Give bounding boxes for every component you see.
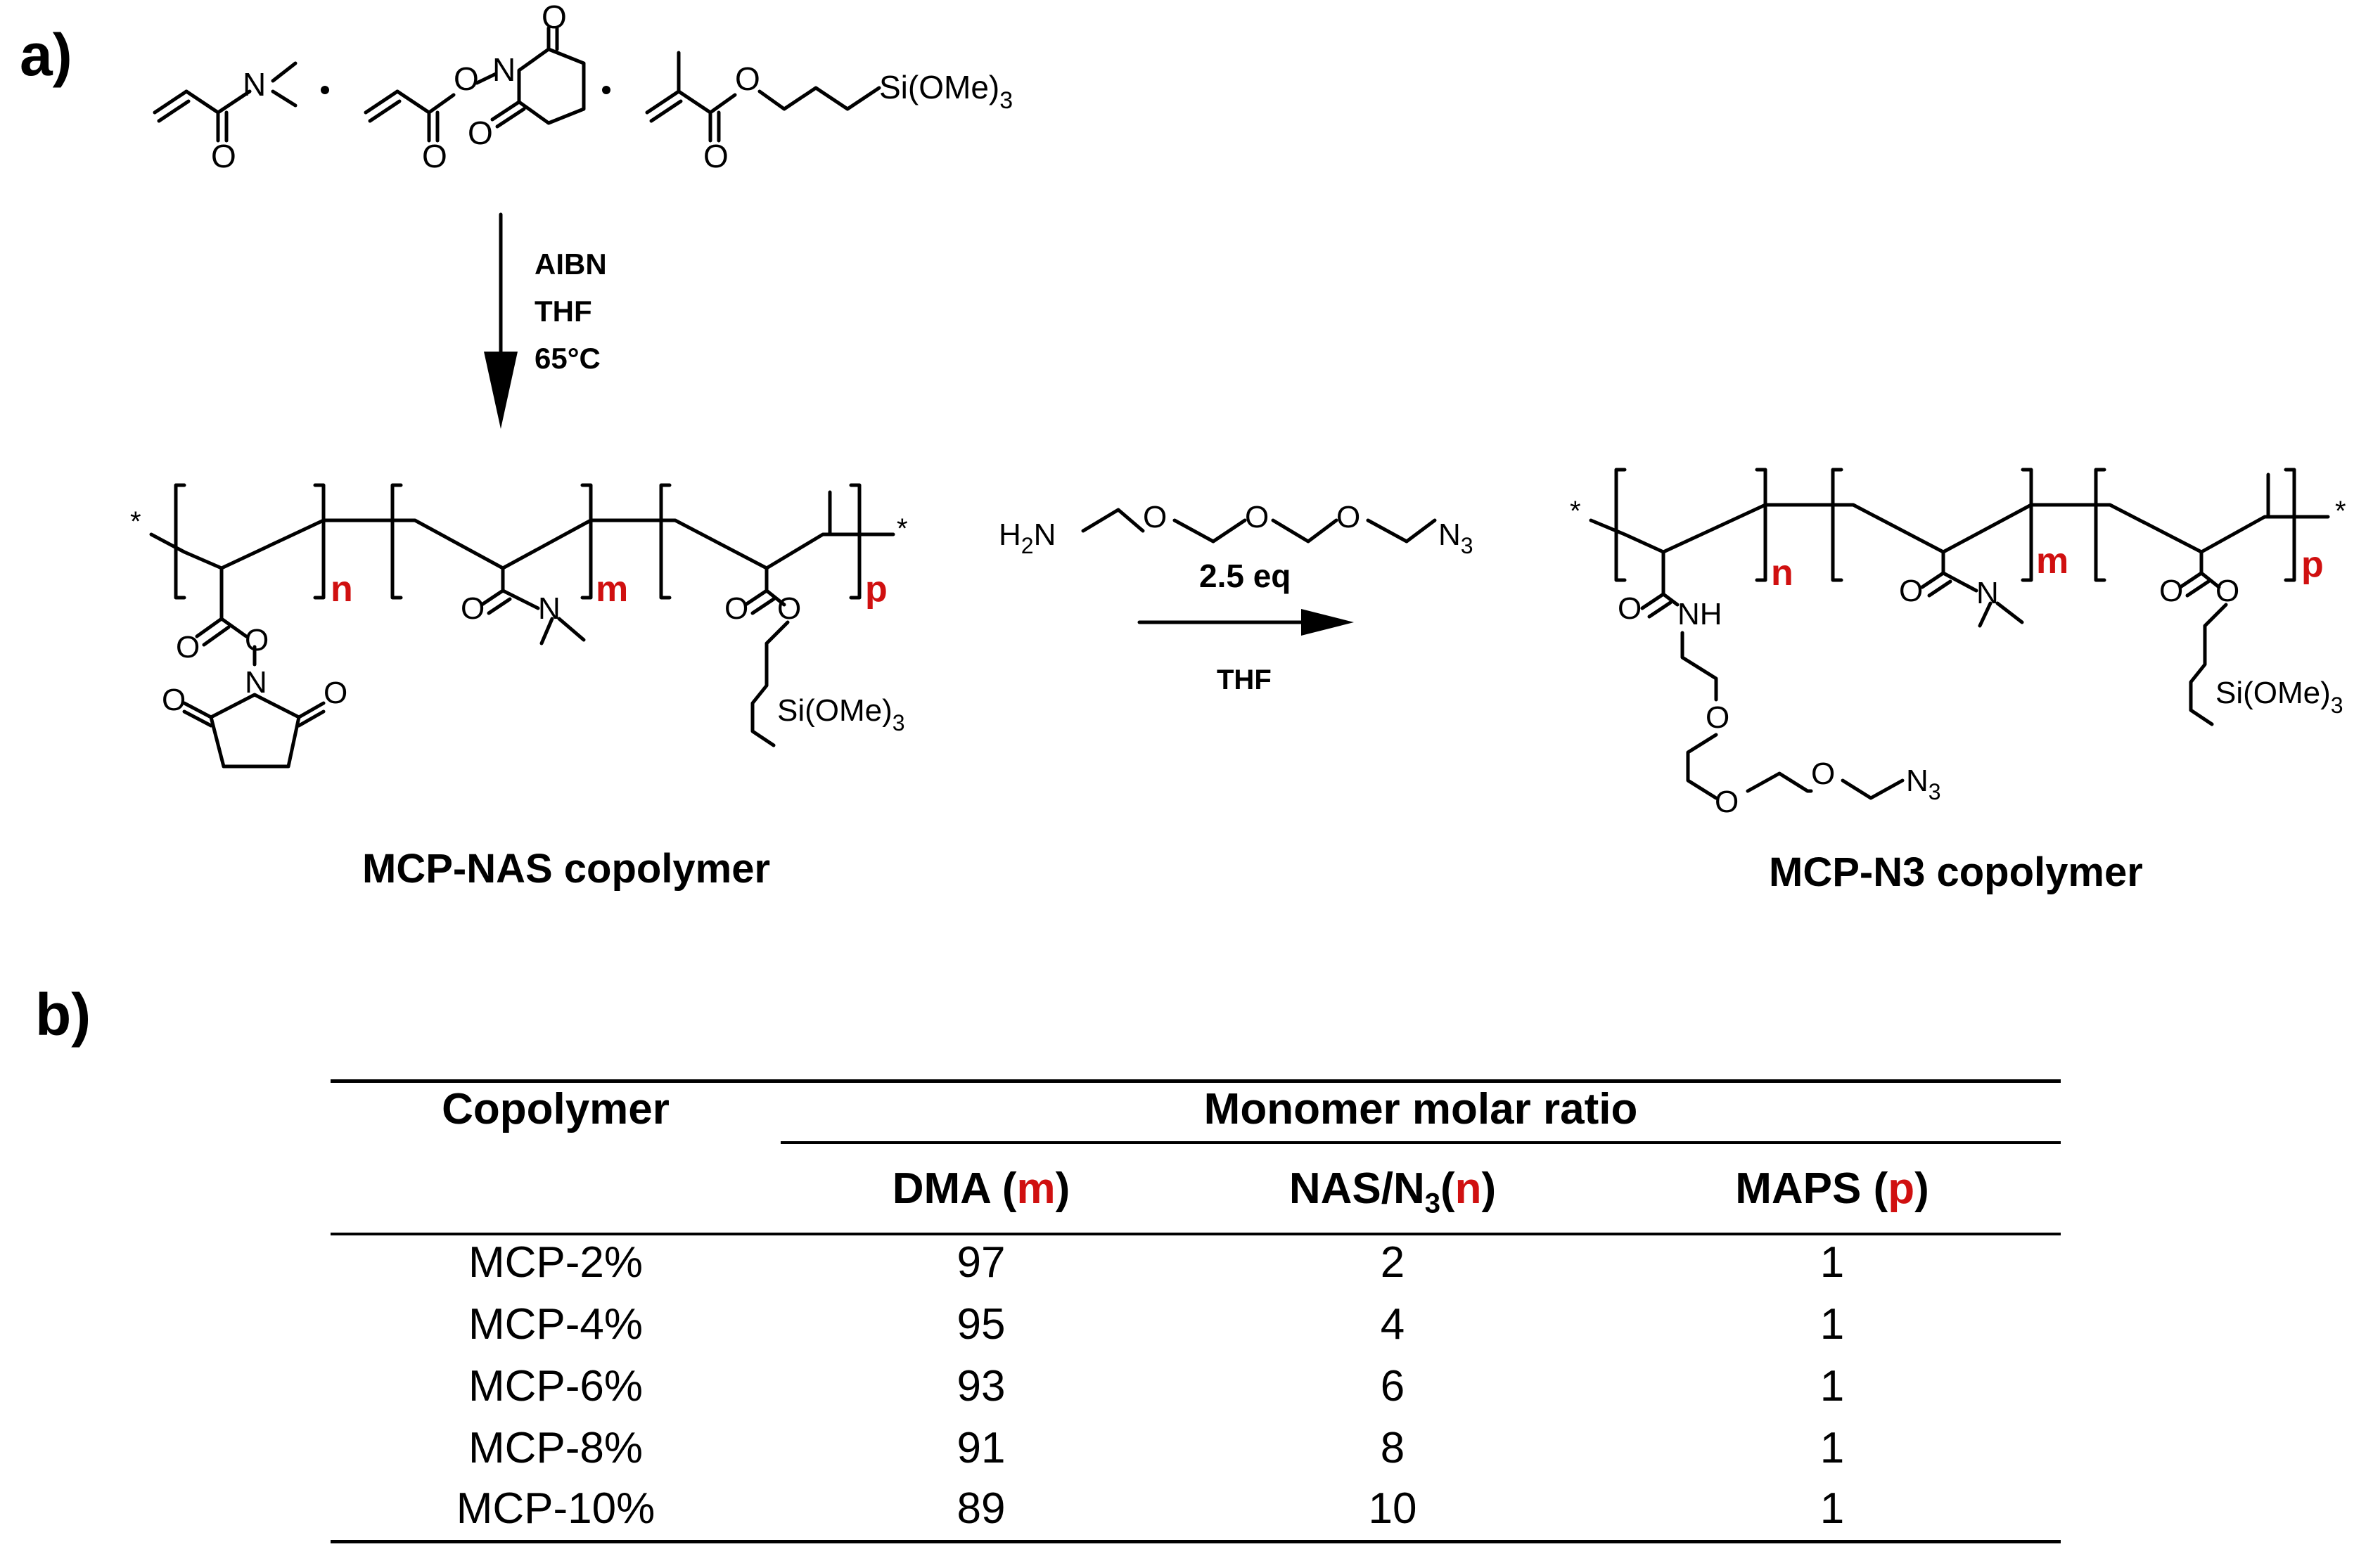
nas-nitrogen-atom: N — [492, 51, 516, 88]
table-cell-dma: 95 — [957, 1300, 1006, 1349]
reagent-solvent-step2: THF — [1217, 664, 1272, 695]
reagent-initiator: AIBN — [535, 248, 607, 281]
dma-pendant-nitrogen: N — [538, 591, 561, 626]
amine-h-label: H2N — [999, 518, 1056, 558]
maps-pendant-oxygen-right-2: O — [2215, 574, 2239, 608]
nas-oxygen-ring-bottom: O — [468, 115, 493, 151]
header-copolymer: Copolymer — [442, 1085, 670, 1133]
maps-pendant-oxygen-right-1: O — [2159, 574, 2183, 608]
panel-label-a: a) — [20, 22, 72, 88]
table-cell-copolymer: MCP-6% — [468, 1362, 644, 1410]
maps-pendant-silane-right: Si(OMe)3 — [2215, 676, 2343, 718]
table-cell-copolymer: MCP-2% — [468, 1238, 644, 1287]
subscript-p-right: p — [2301, 544, 2324, 585]
subscript-m-right: m — [2036, 541, 2068, 581]
product-name-nas: MCP-NAS copolymer — [362, 846, 770, 892]
product-name-n3: MCP-N3 copolymer — [1769, 849, 2143, 895]
separator-dot — [602, 86, 610, 94]
table-bottom-rule — [331, 1540, 2061, 1543]
nas-oxygen-carbonyl: O — [422, 138, 447, 174]
table-header-bottom-rule — [331, 1233, 2061, 1235]
monomer-ratio-table: Copolymer Monomer molar ratio DMA (m) NA… — [331, 1079, 2061, 1543]
subscript-p: p — [865, 569, 888, 610]
header-dma: DMA (m) — [892, 1164, 1070, 1213]
chain-end-star: * — [1570, 496, 1581, 527]
nas-pendant-oxygen-3: O — [162, 683, 186, 717]
table-cell-maps: 1 — [1819, 1362, 1845, 1410]
coupling-arrow — [1137, 609, 1354, 636]
maps-pendant-oxygen-1: O — [724, 591, 748, 626]
chain-end-star: * — [2335, 496, 2346, 527]
table-cell-dma: 91 — [957, 1424, 1006, 1472]
table-cell-copolymer: MCP-8% — [468, 1424, 644, 1472]
chain-end-star: * — [130, 506, 141, 537]
maps-pendant-silane: Si(OMe)3 — [777, 693, 905, 735]
separator-dot — [321, 86, 329, 94]
table-cell-dma: 89 — [957, 1484, 1006, 1533]
table-cell-nas: 10 — [1368, 1484, 1417, 1533]
chain-end-star: * — [897, 513, 908, 544]
nas-pendant-oxygen-4: O — [324, 676, 347, 710]
nas-pendant-nitrogen: N — [245, 665, 267, 700]
subscript-n-right: n — [1771, 553, 1793, 593]
nas-pendant-oxygen-1: O — [176, 630, 200, 664]
table-cell-nas: 6 — [1380, 1362, 1405, 1410]
header-monomer-molar-ratio: Monomer molar ratio — [1203, 1085, 1638, 1133]
table-cell-dma: 93 — [957, 1362, 1006, 1410]
nas-pendant-oxygen-2: O — [245, 623, 269, 657]
polymer-nas-structure: * O O N O O O N — [130, 483, 908, 769]
maps-silane-label: Si(OMe)3 — [879, 69, 1013, 114]
n3-peg-oxygen-2: O — [1715, 785, 1739, 819]
maps-pendant-oxygen-2: O — [777, 591, 801, 626]
group-header-rule — [781, 1141, 2061, 1144]
monomer-dma-structure: N O — [153, 61, 298, 174]
subscript-m: m — [596, 569, 628, 610]
n3-peg-oxygen-1: O — [1706, 700, 1729, 735]
monomer-nas-structure: O N O O O — [364, 0, 586, 174]
reagent-temperature: 65°C — [535, 342, 601, 375]
nas-oxygen-ring-top: O — [542, 0, 567, 35]
dma-oxygen-atom: O — [211, 138, 236, 174]
panel-label-b: b) — [35, 982, 91, 1048]
maps-oxygen-carbonyl: O — [703, 138, 729, 174]
peg-oxygen-1: O — [1143, 500, 1167, 534]
n3-pendant-oxygen: O — [1618, 591, 1642, 626]
table-cell-nas: 8 — [1380, 1424, 1405, 1472]
maps-oxygen-ester: O — [735, 60, 760, 97]
n3-pendant-nh: NH — [1677, 597, 1722, 631]
monomer-maps-structure: O O Si(OMe)3 — [645, 51, 1013, 174]
dma-pendant-oxygen: O — [461, 591, 485, 626]
table-cell-maps: 1 — [1819, 1238, 1845, 1287]
subscript-n: n — [331, 569, 353, 610]
table-cell-maps: 1 — [1819, 1484, 1845, 1533]
table-top-rule — [331, 1079, 2061, 1083]
table-cell-nas: 2 — [1380, 1238, 1405, 1287]
peg-oxygen-3: O — [1336, 500, 1360, 534]
polymer-n3-structure: * O NH O O O N3 O N — [1570, 468, 2346, 819]
table-cell-dma: 97 — [957, 1238, 1006, 1287]
dma-nitrogen-atom: N — [243, 66, 266, 103]
reaction-scheme: N O O N O O O O O Si(OMe)3 — [130, 0, 2346, 895]
header-maps: MAPS (p) — [1735, 1164, 1929, 1213]
nas-oxygen-ester: O — [454, 60, 479, 97]
header-nas-n3: NAS/N3(n) — [1288, 1164, 1497, 1219]
polymerization-arrow — [484, 212, 518, 429]
reagent-equivalents: 2.5 eq — [1199, 558, 1291, 594]
dma-pendant-oxygen-right: O — [1899, 574, 1923, 608]
reagent-solvent: THF — [535, 295, 592, 328]
table-cell-maps: 1 — [1819, 1300, 1845, 1349]
peg-oxygen-2: O — [1245, 500, 1269, 534]
table-cell-copolymer: MCP-4% — [468, 1300, 644, 1349]
dma-pendant-nitrogen-right: N — [1976, 576, 1999, 610]
n3-pendant-azide: N3 — [1906, 764, 1941, 804]
n3-peg-oxygen-3: O — [1811, 757, 1835, 791]
table-cell-nas: 4 — [1380, 1300, 1405, 1349]
table-cell-maps: 1 — [1819, 1424, 1845, 1472]
table-cell-copolymer: MCP-10% — [456, 1484, 655, 1533]
coupling-reagent-structure: H2N O O O N3 — [999, 500, 1473, 558]
azide-label: N3 — [1438, 518, 1473, 558]
